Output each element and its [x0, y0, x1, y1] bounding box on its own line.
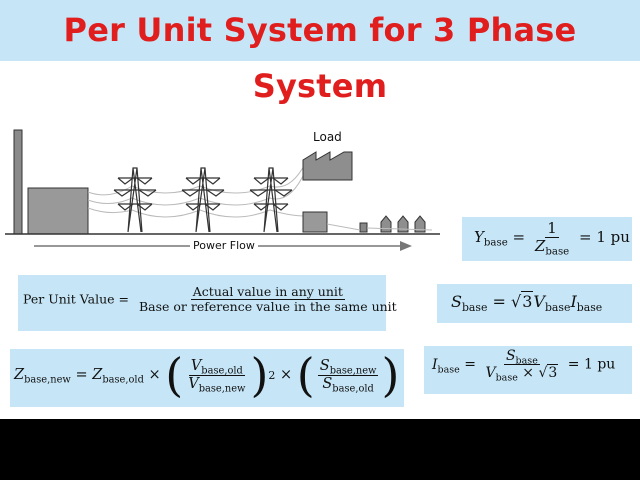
power-system-diagram [5, 129, 440, 253]
page-title: Per Unit System for 3 Phase System [63, 11, 577, 105]
house-1 [380, 215, 392, 233]
transmission-tower-2 [181, 167, 225, 233]
title-band: Per Unit System for 3 Phase System [0, 0, 640, 105]
house-3 [414, 215, 426, 233]
ybase-pu: = 1 pu [578, 227, 630, 246]
per-unit-numerator: Actual value in any unit [190, 284, 345, 301]
load-label: Load [313, 130, 342, 144]
per-unit-denominator: Base or reference value in the same unit [138, 299, 397, 315]
substation [302, 211, 328, 233]
house-2 [397, 215, 409, 233]
ibase-pu: = 1 pu [567, 356, 616, 373]
power-plant-building [27, 187, 89, 235]
power-flow-label: Power Flow [193, 239, 255, 252]
transmission-tower-1 [113, 167, 157, 233]
per-unit-formula-box: Per Unit Value = Actual value in any uni… [18, 275, 397, 331]
per-unit-lhs: Per Unit Value [23, 291, 115, 307]
sbase-formula-box: Sbase = √3VbaseIbase [437, 284, 632, 323]
chimney [13, 129, 23, 235]
transmission-tower-3 [249, 167, 293, 233]
factory-load [302, 151, 353, 181]
